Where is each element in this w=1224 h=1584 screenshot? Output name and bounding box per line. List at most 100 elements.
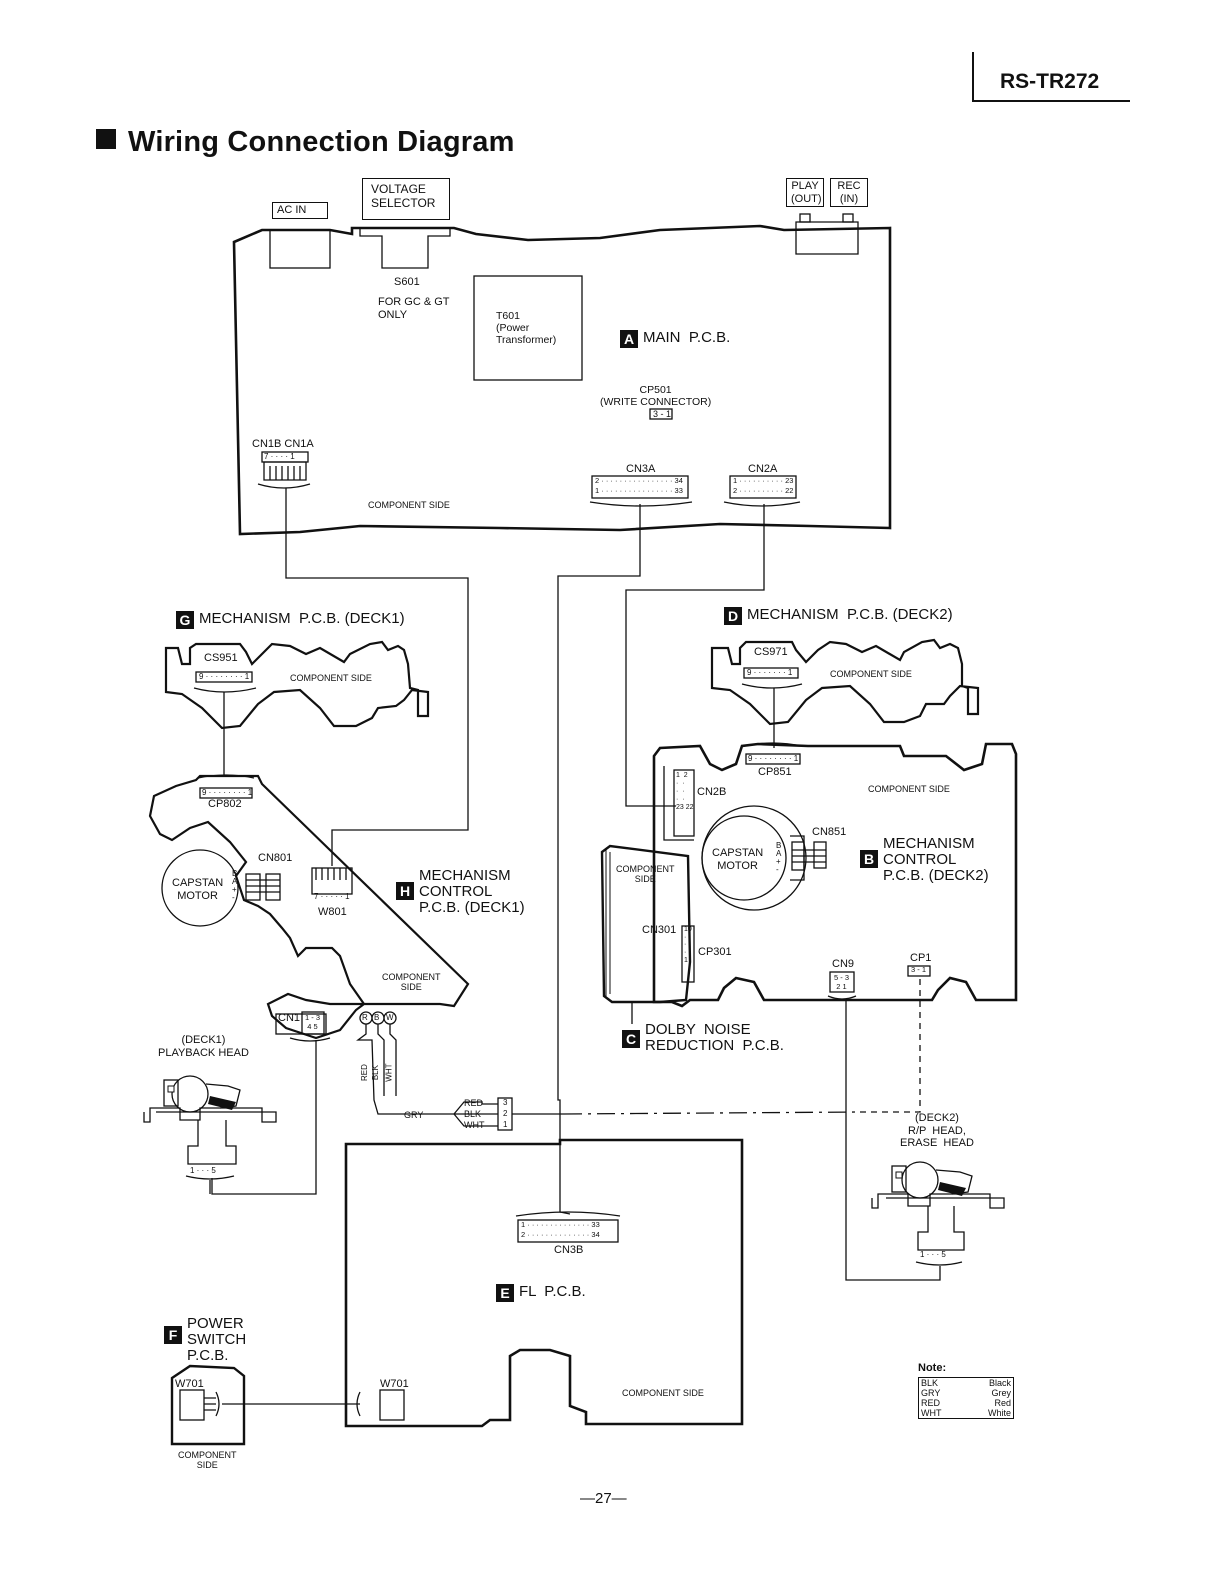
vwire-red: RED bbox=[359, 1064, 369, 1082]
deck1-head-pins: 1 · · · 5 bbox=[190, 1166, 216, 1175]
deck1-control-pcb-label: HMECHANISM CONTROL P.C.B. (DECK1) bbox=[396, 868, 525, 915]
rbw-pin-w: W bbox=[386, 1013, 394, 1022]
cs951-connector bbox=[195, 671, 253, 683]
deck2-capstan-motor bbox=[701, 815, 787, 901]
deck1-control-pcb-outline bbox=[148, 774, 470, 1040]
deck1-playback-head bbox=[143, 1107, 277, 1123]
vwire-wht: WHT bbox=[384, 1063, 394, 1082]
deck2-mech-component-side: COMPONENT SIDE bbox=[830, 669, 912, 679]
s601-label: S601 bbox=[394, 276, 420, 288]
cn9-pins: 5 - 3 2 1 bbox=[834, 973, 850, 991]
cn2a-connector bbox=[729, 475, 797, 499]
cp501-pins: 3 - 1 bbox=[653, 409, 672, 419]
cn3b-connector bbox=[517, 1219, 619, 1243]
t601-transformer bbox=[473, 275, 583, 381]
cn3b-pins-top: 1 · · · · · · · · · · · · · · 33 bbox=[521, 1220, 600, 1229]
rbw-pin-r: R bbox=[362, 1013, 368, 1022]
deck1-head-label: (DECK1) PLAYBACK HEAD bbox=[158, 1034, 249, 1059]
w801-connector bbox=[311, 867, 353, 895]
cn2b-connector bbox=[673, 769, 695, 837]
cp851-pins: 9 · · · · · · · · 1 bbox=[748, 754, 799, 763]
deck1-mech-pcb-outline bbox=[164, 640, 430, 730]
deck1-motor-pins: B A + - bbox=[232, 869, 238, 902]
cp1-label: CP1 bbox=[910, 952, 932, 964]
cn2a-pins-bottom: 2 · · · · · · · · · · 22 bbox=[733, 486, 794, 495]
deck2-head-label: (DECK2) R/P HEAD, ERASE HEAD bbox=[900, 1112, 974, 1150]
play-out-label: PLAY (OUT) bbox=[786, 178, 824, 208]
blk-wire-label: BLK bbox=[464, 1109, 482, 1119]
vwire-blk: BLK bbox=[370, 1065, 380, 1081]
deck1-capstan-motor-label: CAPSTAN MOTOR bbox=[172, 877, 224, 902]
cn301-label: CN301 bbox=[642, 924, 677, 936]
cn3a-pins-top: 2 · · · · · · · · · · · · · · · · 34 bbox=[595, 476, 683, 485]
deck2-head-pins: 1 · · · 5 bbox=[920, 1250, 946, 1259]
dolby-pcb-outline bbox=[600, 844, 692, 1004]
deck2-control-component-side: COMPONENT SIDE bbox=[868, 784, 950, 794]
rec-in-label: REC (IN) bbox=[830, 178, 868, 208]
w801-label: W801 bbox=[318, 906, 347, 918]
deck1-mech-component-side: COMPONENT SIDE bbox=[290, 673, 372, 683]
play-rec-jack bbox=[795, 221, 859, 255]
cn2b-label: CN2B bbox=[697, 786, 727, 798]
cn801-label: CN801 bbox=[258, 852, 293, 864]
cn3a-pins-bottom: 1 · · · · · · · · · · · · · · · · 33 bbox=[595, 486, 683, 495]
main-pcb-outline bbox=[232, 224, 892, 536]
wire-cn2a-to-cn2b bbox=[625, 504, 765, 807]
cs951-pins: 9 · · · · · · · · 1 bbox=[199, 672, 250, 681]
voltage-selector-label: VOLTAGE SELECTOR bbox=[362, 178, 450, 220]
s601-note: FOR GC & GT ONLY bbox=[378, 296, 450, 321]
dolby-component-side: COMPONENT SIDE bbox=[616, 864, 675, 885]
title-bullet-icon bbox=[96, 129, 116, 149]
fl-w701-label: W701 bbox=[380, 1378, 409, 1390]
main-pcb-component-side: COMPONENT SIDE bbox=[368, 500, 450, 510]
power-switch-pcb-label: FPOWER SWITCH P.C.B. bbox=[164, 1316, 246, 1363]
gry-wire-label: GRY bbox=[404, 1110, 424, 1120]
badge-h: H bbox=[396, 882, 414, 900]
cn3b-label: CN3B bbox=[554, 1244, 584, 1256]
fl-pcb-outline bbox=[344, 1138, 744, 1428]
badge-d: D bbox=[724, 607, 742, 625]
model-number: RS-TR272 bbox=[1000, 70, 1100, 93]
badge-b: B bbox=[860, 850, 878, 868]
cn2b-pins: 1 2 · · · · · · 23 22 bbox=[676, 772, 694, 812]
cp802-connector bbox=[199, 787, 253, 799]
deck2-capstan-motor-label: CAPSTAN MOTOR bbox=[712, 847, 764, 872]
w801-pins: 7 · · · · · 1 bbox=[314, 892, 350, 901]
deck1-control-component-side: COMPONENT SIDE bbox=[382, 972, 441, 993]
deck1-capstan-motor bbox=[161, 849, 239, 927]
badge-g: G bbox=[176, 611, 194, 629]
model-box bbox=[972, 52, 1130, 102]
ac-in-socket bbox=[269, 229, 331, 269]
cp802-label: CP802 bbox=[208, 798, 242, 810]
badge-c: C bbox=[622, 1030, 640, 1048]
deck2-motor-pins: B A + - bbox=[776, 841, 782, 874]
cs971-connector bbox=[743, 667, 799, 679]
cn301-pins: 10 · · · 1 bbox=[684, 926, 692, 964]
t601-label: T601 (Power Transformer) bbox=[496, 310, 557, 347]
cp1-pins: 3 - 1 bbox=[911, 965, 927, 974]
wire-cn3a-to-cn3b bbox=[557, 504, 641, 1215]
wire-pin-3: 3 bbox=[503, 1098, 508, 1107]
cs971-pins: 9 · · · · · · · 1 bbox=[747, 668, 793, 677]
cn9-label: CN9 bbox=[832, 958, 855, 970]
badge-e: E bbox=[496, 1284, 514, 1302]
s601-switch bbox=[359, 227, 451, 269]
rbw-pin-b: B bbox=[374, 1013, 380, 1022]
cn1-pins: 1 - 3 4 5 bbox=[305, 1013, 321, 1031]
cp851-connector bbox=[745, 753, 801, 765]
fl-component-side: COMPONENT SIDE bbox=[622, 1388, 704, 1398]
cn851-label: CN851 bbox=[812, 826, 847, 838]
cn2a-label: CN2A bbox=[748, 463, 778, 475]
wire-cn1b-to-w801 bbox=[285, 488, 469, 866]
cp851-label: CP851 bbox=[758, 766, 792, 778]
red-wire-label: RED bbox=[464, 1098, 484, 1108]
